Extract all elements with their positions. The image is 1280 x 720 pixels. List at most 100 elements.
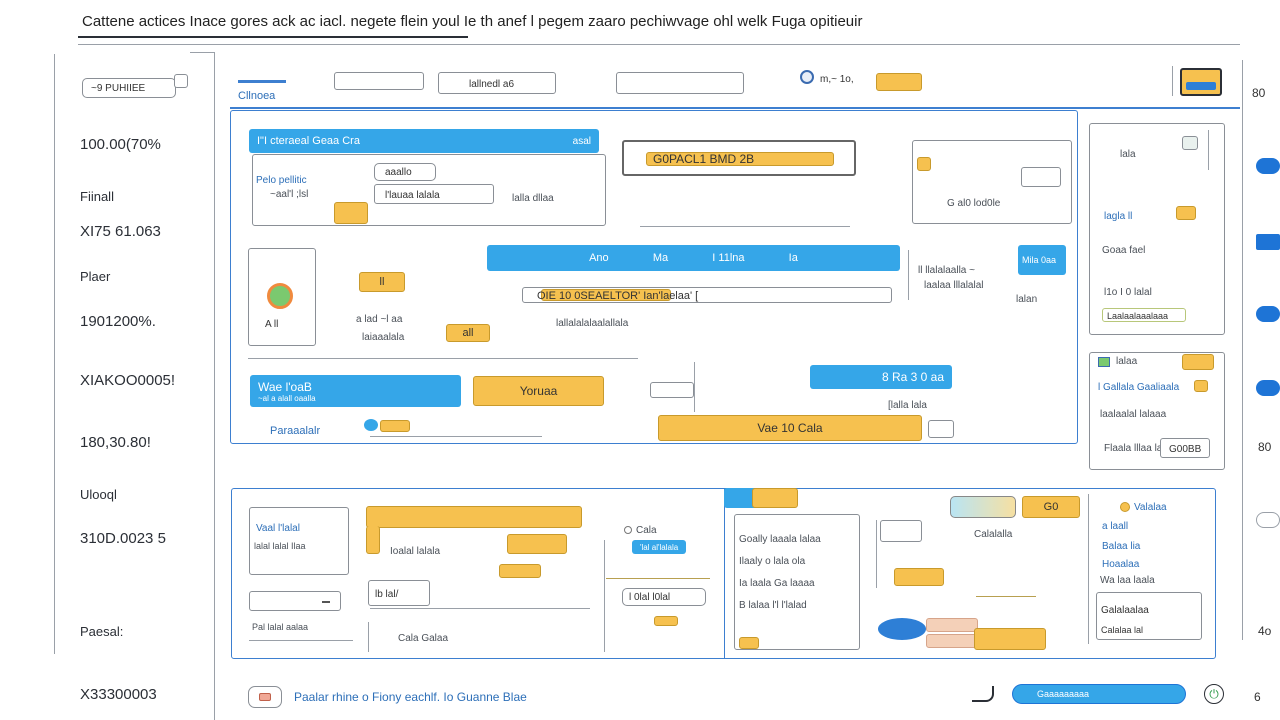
scroll-marker-2[interactable] [1256, 234, 1280, 250]
sidebar-label-2: Plaer [80, 269, 111, 284]
lower-left-card: Vaal l'lalal lalal lalal Ilaa [249, 507, 349, 575]
panel1-rule-row3 [248, 358, 638, 359]
panel1-title-bar[interactable]: I"I cteraeal Geaa Cra asal [249, 129, 599, 153]
right-small-icon [1182, 136, 1198, 150]
panel1-ref-row: lallalalalaalallala [556, 318, 629, 329]
lower-yellow-chip-1[interactable] [507, 534, 567, 554]
panel1-yellow-chip-2-label: all [462, 327, 474, 339]
lower-go-chip[interactable]: G0 [1022, 496, 1080, 518]
lower-mid-2: Ioalal lalala [390, 546, 441, 557]
panel1-yellow-chip-1[interactable]: ll [359, 272, 405, 292]
lower-yellow-big[interactable] [366, 506, 582, 528]
lower-center-field[interactable] [880, 520, 922, 542]
lower-center-yellow-2[interactable] [974, 628, 1046, 650]
lower-left-b: lalal lalal Ilaa [254, 541, 306, 551]
header-underline [78, 36, 468, 38]
toolbar-field-3[interactable] [616, 72, 744, 94]
sidebar-stat-3: 1901200%. [80, 313, 156, 330]
sidebar-label-1: Fiinall [80, 189, 114, 204]
right-r10-field[interactable]: G00BB [1160, 438, 1210, 458]
lower-center-yellow[interactable] [894, 568, 944, 586]
panel1-big-blue-button[interactable]: Wae l'oaB ~al a alall oaalla [250, 375, 461, 407]
panel1-big-blue-label: Wae l'oaB [258, 379, 312, 394]
panel1-yellow-chip-2[interactable]: all [446, 324, 490, 342]
sidebar-stat-1: 100.00(70% [80, 136, 161, 153]
lower-mid-field[interactable]: l 0lal l0lal [622, 588, 706, 606]
sidebar-search-chip[interactable]: ~9 PUHIIEE [82, 78, 176, 98]
panel1-ref-text: OIE 10 0SEAELTOR' Ian'laelaa' [ [537, 290, 699, 302]
lower-mid-blue-chip[interactable]: 'lal al'lalala [632, 540, 686, 554]
panel1-image-card: A ll [248, 248, 316, 346]
footer-power-icon[interactable]: ⏻ [1204, 684, 1224, 704]
sidebar-left-border [54, 54, 55, 654]
toolbar-action-button[interactable] [876, 73, 922, 91]
panel1-bar2[interactable]: Ano Ma I 11lna Ia [487, 245, 900, 271]
lower-txt-1: Pal lalal aalaa [252, 622, 309, 632]
lower-r-2: Calalalla [974, 529, 1013, 540]
scroll-marker-1[interactable] [1256, 158, 1280, 174]
footer-search-pill[interactable]: Gaaaaaaaaa [1012, 684, 1186, 704]
scroll-marker-5[interactable] [1256, 512, 1280, 528]
tab-main[interactable]: Cllnoea [238, 90, 276, 102]
lower-mid-tiny[interactable] [654, 616, 678, 626]
tab-active-indicator [238, 80, 286, 83]
panel1-mid-field[interactable]: G0PACL1 BMD 2B [622, 140, 856, 176]
panel1-label-b: ~aal'l ;lsl [270, 189, 309, 200]
panel1-chip-1-label: aaallo [385, 167, 412, 178]
panel1-small-field[interactable] [650, 382, 694, 398]
panel1-yellow-tab[interactable] [334, 202, 368, 224]
lower-center-stamp-2 [926, 634, 978, 648]
panel1-bar2-item-3: I 11lna [712, 252, 745, 264]
panel1-right-field[interactable] [1021, 167, 1061, 187]
panel1-p-chip[interactable] [380, 420, 410, 432]
right-r10: G00BB [1169, 444, 1202, 455]
panel1-big-yellow-2[interactable]: Vae 10 Cala [658, 415, 922, 441]
lower-mid-5: Ilaaly o lala ola [739, 556, 806, 567]
panel1-chip-2[interactable]: l'lauaa lalala [374, 184, 494, 204]
panel1-col-text-2: laiaaalala [362, 332, 405, 343]
panel1-pill-blue[interactable]: 8 Ra 3 0 aa [810, 365, 952, 389]
panel1-side-square[interactable] [928, 420, 954, 438]
right-yellow-chip[interactable] [1176, 206, 1196, 220]
sidebar-label-3: Ulooql [80, 487, 117, 502]
panel1-pill-blue-label: 8 Ra 3 0 aa [881, 370, 944, 384]
right-yellow-3[interactable] [1194, 380, 1208, 392]
panel1-mid-field-text: G0PACL1 BMD 2B [653, 152, 755, 166]
toolbar-field-1[interactable] [334, 72, 424, 90]
lower-center-chip[interactable] [752, 488, 798, 508]
lower-go-label: G0 [1043, 501, 1059, 513]
panel1-yellow-chip-1-label: ll [379, 276, 385, 288]
lower-center-rule [976, 596, 1036, 597]
panel1-col-text-1: a lad ~l aa [356, 314, 403, 325]
lower-yellow-chip-2[interactable] [499, 564, 541, 578]
lower-gradient-chip[interactable] [950, 496, 1016, 518]
toolbar-field-2[interactable]: lallnedl a6 [438, 72, 556, 94]
panel1-coordinates: [lalla lala [888, 400, 927, 411]
lower-select[interactable] [249, 591, 341, 611]
panel1-ref-field[interactable]: OIE 10 0SEAELTOR' Ian'laelaa' [ [522, 287, 892, 303]
panel1-lala-2: laalaa lllalalal [924, 280, 984, 291]
panel1-badge-right[interactable]: Mila 0aa [1018, 245, 1066, 275]
scroll-marker-3[interactable] [1256, 306, 1280, 322]
toolbar-right-num: 80 [1252, 86, 1266, 100]
panel1-big-yellow-button[interactable]: Yoruaa [473, 376, 604, 406]
scroll-marker-4[interactable] [1256, 380, 1280, 396]
lower-mid-blue-label: 'lal al'lalala [640, 542, 679, 552]
panel1-mid-rule [640, 226, 850, 227]
lower-rule-1 [249, 640, 353, 641]
notification-icon[interactable] [1180, 68, 1222, 96]
footer-num: 6 [1254, 690, 1261, 704]
footer-icon[interactable] [248, 686, 282, 708]
lower-center-vline [724, 488, 725, 658]
right-r5-field[interactable]: Laalaalaaalaaa [1102, 308, 1186, 322]
lower-chip-s[interactable]: lb lal/ [368, 580, 430, 606]
panel1-title-right: asal [572, 135, 591, 147]
lower-vline-mid [604, 540, 605, 652]
panel1-image-caption: A ll [265, 319, 279, 330]
lower-mid-3: l 0lal l0lal [629, 592, 671, 603]
lower-r-field[interactable]: Galalaalaa Calalaa lal [1096, 592, 1202, 640]
right-yellow-2[interactable] [1182, 354, 1214, 370]
panel1-chip-1[interactable]: aaallo [374, 163, 436, 181]
lower-r-9: Calalaa lal [1101, 625, 1144, 635]
right-r4: l1o I 0 lalal [1104, 287, 1152, 298]
